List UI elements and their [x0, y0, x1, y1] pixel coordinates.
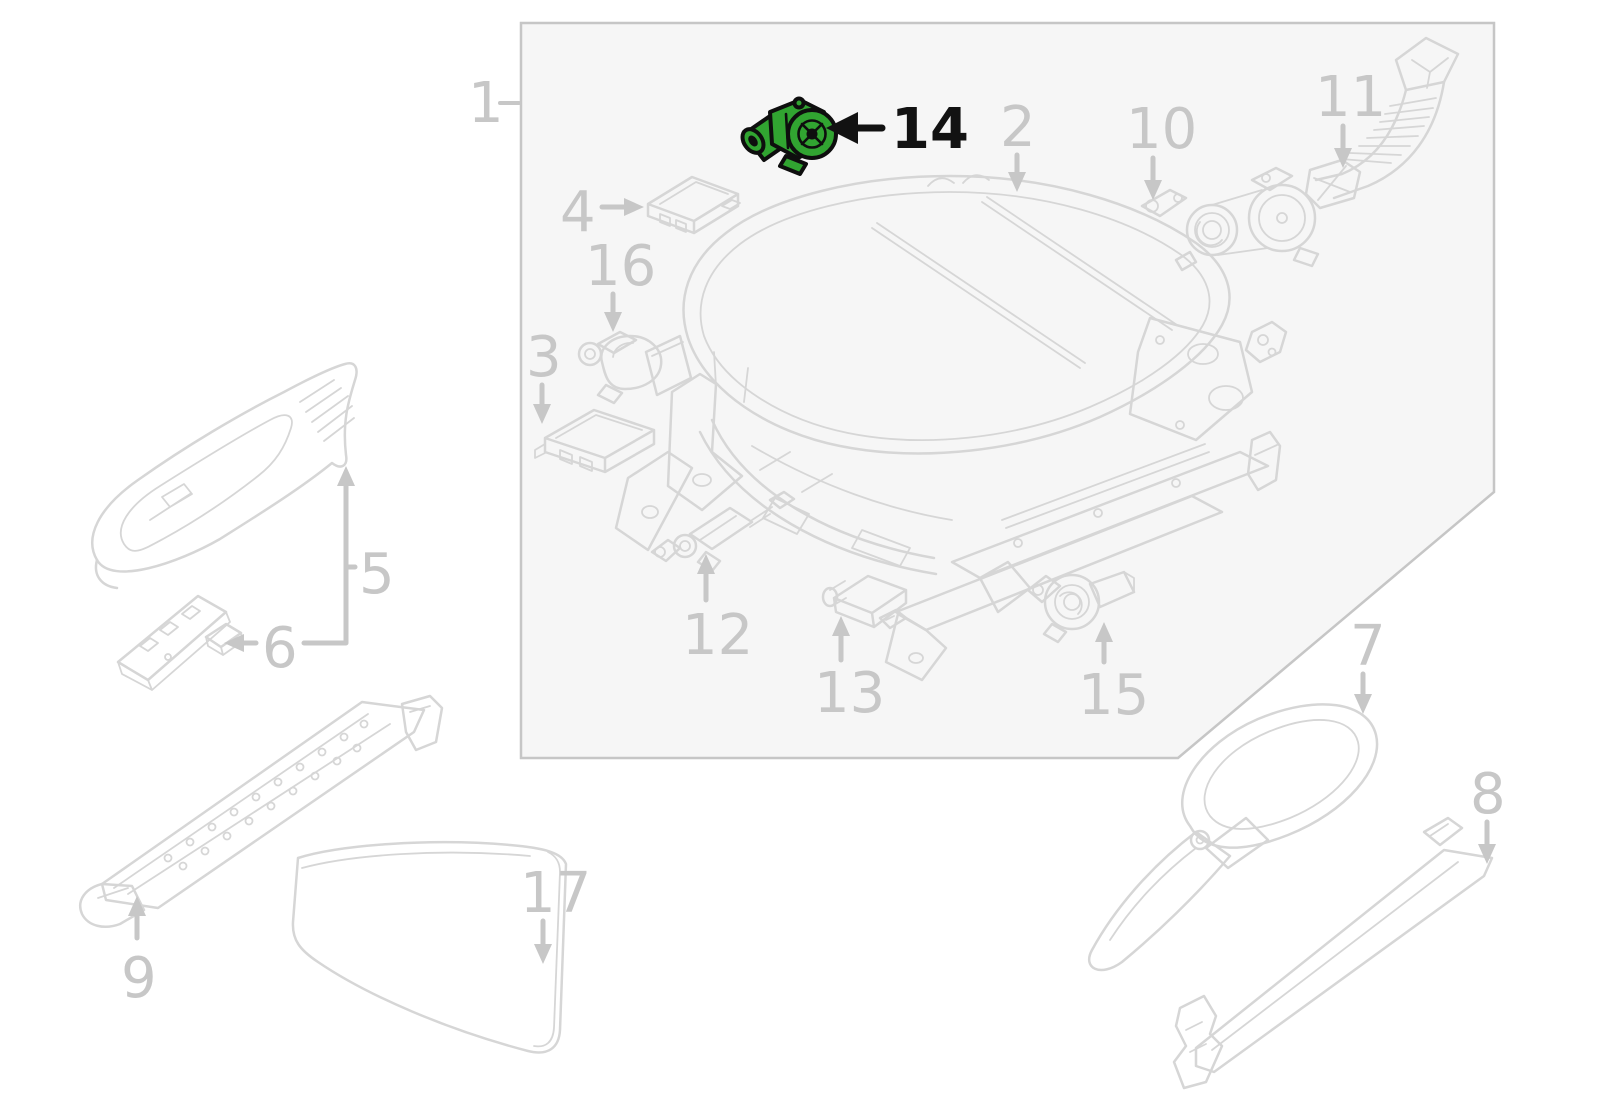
part-15-motor: [1026, 570, 1136, 644]
part-6-switch-bar: [116, 594, 244, 691]
callout-label-6[interactable]: 6: [262, 616, 298, 681]
part-7-recline-trim: [1087, 703, 1379, 972]
callout-13: 13: [814, 616, 885, 726]
part-9-rail-cover-inner: [79, 694, 444, 928]
callout-label-12[interactable]: 12: [682, 603, 753, 668]
callout-12: 12: [682, 554, 753, 668]
callout-10: 10: [1126, 97, 1197, 200]
callout-label-3[interactable]: 3: [526, 325, 562, 390]
callout-label-1[interactable]: 1: [468, 71, 504, 136]
part-3-control-module: [534, 408, 656, 474]
callout-11: 11: [1315, 65, 1386, 168]
callout-5-6: 5 6: [224, 466, 395, 681]
part-2-seat-cushion-assembly: [614, 174, 1288, 682]
callout-14-highlighted: 14: [826, 97, 969, 162]
part-13-sensor: [821, 574, 908, 630]
callout-9: 9: [121, 896, 157, 1011]
callout-label-7[interactable]: 7: [1350, 614, 1386, 679]
part-8-rail-cover-outer: [1172, 816, 1494, 1090]
callout-label-14[interactable]: 14: [891, 97, 969, 162]
callout-label-2[interactable]: 2: [1000, 95, 1036, 160]
callout-15: 15: [1078, 622, 1149, 728]
callout-7: 7: [1350, 614, 1386, 714]
callout-8: 8: [1470, 762, 1506, 864]
callout-16: 16: [585, 234, 656, 332]
callout-label-17[interactable]: 17: [520, 861, 591, 926]
callout-17: 17: [520, 861, 591, 964]
callout-label-4[interactable]: 4: [560, 180, 596, 245]
callout-label-5[interactable]: 5: [359, 542, 395, 607]
callout-label-15[interactable]: 15: [1078, 663, 1149, 728]
callout-label-9[interactable]: 9: [121, 946, 157, 1011]
callout-label-10[interactable]: 10: [1126, 97, 1197, 162]
part-4-control-module: [646, 175, 741, 235]
callout-2: 2: [1000, 95, 1036, 192]
callout-label-13[interactable]: 13: [814, 661, 885, 726]
callout-label-8[interactable]: 8: [1470, 762, 1506, 827]
part-5-side-trim: [91, 362, 358, 590]
part-10-blower: [1140, 166, 1320, 272]
part-14-motor-highlighted: [740, 96, 838, 176]
callout-label-16[interactable]: 16: [585, 234, 656, 299]
callout-4: 4: [560, 180, 644, 245]
part-16-sensor-bracket: [577, 330, 693, 405]
callout-3: 3: [526, 325, 562, 424]
callout-label-11[interactable]: 11: [1315, 65, 1386, 130]
callout-1: 1: [468, 71, 521, 136]
part-17-seat-pad: [291, 840, 568, 1054]
